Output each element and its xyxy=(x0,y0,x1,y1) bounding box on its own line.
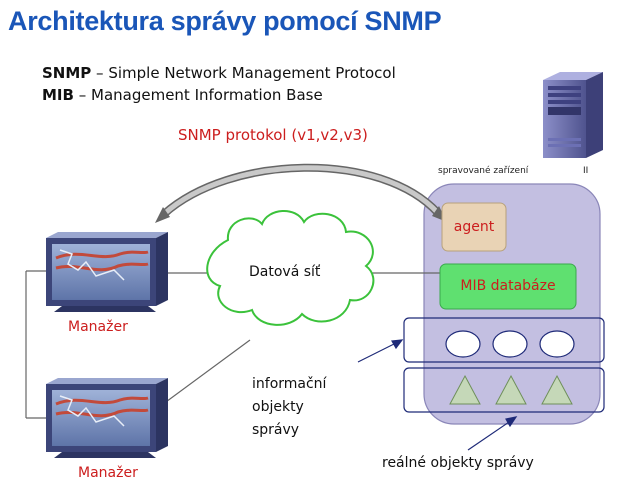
manager-1-monitor xyxy=(46,232,168,312)
manager-2-monitor xyxy=(46,378,168,458)
server-label: II xyxy=(583,166,589,176)
real-objects-label: reálné objekty správy xyxy=(382,455,534,471)
info-object-circle-1 xyxy=(445,330,481,358)
manager-label-2: Manažer xyxy=(78,465,138,481)
real-object-triangle-3 xyxy=(541,374,573,405)
manager-label-1: Manažer xyxy=(68,319,128,335)
definition-mib-abbr: MIB xyxy=(42,86,74,104)
info-objects-group xyxy=(403,317,605,363)
server-icon xyxy=(543,72,603,158)
network-label: Datová síť xyxy=(249,264,321,280)
info-object-circle-2 xyxy=(492,330,528,358)
snmp-protocol-label: SNMP protokol (v1,v2,v3) xyxy=(178,126,368,144)
definition-mib-sep: – xyxy=(73,86,91,104)
managed-device-label: spravované zařízení xyxy=(438,166,529,176)
definition-snmp-abbr: SNMP xyxy=(42,64,92,82)
agent-label: agent xyxy=(453,219,495,235)
info-objects-label-line-2: objekty xyxy=(252,399,304,415)
real-object-triangle-2 xyxy=(495,374,527,405)
info-objects-label-line-3: správy xyxy=(252,422,300,438)
agent-box xyxy=(441,202,507,252)
definition-snmp-sep: – xyxy=(91,64,109,82)
definition-mib: MIB – Management Information Base xyxy=(42,86,323,104)
info-objects-label-line-1: informační xyxy=(252,376,327,392)
definition-snmp: SNMP – Simple Network Management Protoco… xyxy=(42,64,396,82)
info-object-circle-3 xyxy=(539,330,575,358)
mib-database-box xyxy=(439,263,577,310)
network-bus xyxy=(25,270,46,419)
network-cloud xyxy=(206,210,375,326)
real-objects-group xyxy=(403,367,605,413)
mib-label: MIB databáze xyxy=(460,278,556,294)
slide-title: Architektura správy pomocí SNMP xyxy=(8,6,442,36)
real-object-triangle-1 xyxy=(449,374,481,405)
pointer-arrows xyxy=(357,339,518,451)
definition-snmp-text: Simple Network Management Protocol xyxy=(108,64,396,82)
definition-mib-text: Management Information Base xyxy=(91,86,323,104)
snmp-protocol-arrow xyxy=(155,163,447,223)
